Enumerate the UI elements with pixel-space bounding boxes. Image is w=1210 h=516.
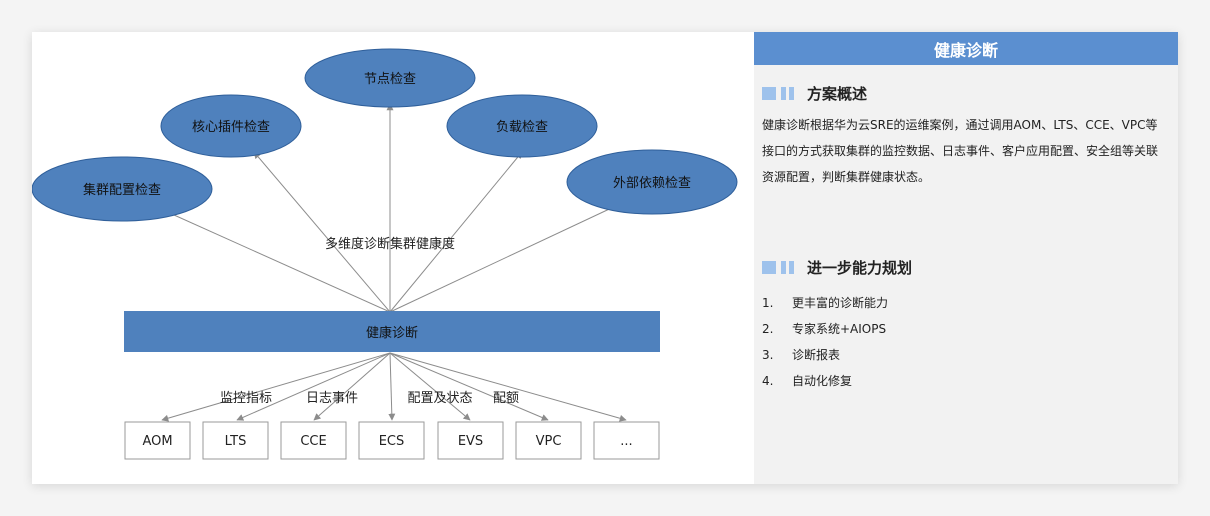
service-box-ecs: ECS (358, 421, 425, 460)
section-marker-icon (762, 86, 797, 100)
arrow-to-load-check (389, 151, 523, 313)
arrow-to-cce (313, 352, 391, 421)
service-label: CCE (300, 434, 326, 449)
description-panel: 健康诊断 方案概述 健康诊断根据华为云SRE的运维案例，通过调用AOM、LTS、… (754, 32, 1178, 484)
plan-item: 4. 自动化修复 (762, 368, 1168, 394)
arrow-to-core-plugin (253, 151, 391, 313)
overview-text: 健康诊断根据华为云SRE的运维案例，通过调用AOM、LTS、CCE、VPC等接口… (762, 118, 1159, 184)
edge-label-config-status: 配置及状态 (407, 391, 472, 406)
section-marker-icon (762, 260, 797, 274)
center-label: 多维度诊断集群健康度 (325, 236, 455, 252)
node-node-check: 节点检查 (304, 48, 476, 108)
service-label: AOM (142, 434, 172, 449)
plan-item: 2. 专家系统+AIOPS (762, 316, 1168, 342)
service-label: EVS (458, 434, 483, 449)
node-label: 集群配置检查 (83, 182, 161, 198)
node-label: 外部依赖检查 (613, 176, 691, 191)
arrow-to-aom (161, 352, 391, 422)
service-label: VPC (536, 434, 562, 449)
plan-item-number: 3. (762, 348, 774, 362)
arrow-to-cluster-config (153, 205, 391, 313)
node-cluster-config-check: 集群配置检查 (32, 156, 213, 222)
node-external-dependency-check: 外部依赖检查 (566, 149, 738, 215)
service-box-lts: LTS (202, 421, 269, 460)
check-arrows (153, 103, 621, 313)
edge-label-metrics: 监控指标 (220, 391, 272, 406)
service-label: ECS (379, 434, 405, 449)
service-label: LTS (225, 434, 247, 449)
service-arrows (161, 352, 627, 422)
node-label: 核心插件检查 (192, 120, 270, 135)
plan-list: 1. 更丰富的诊断能力 2. 专家系统+AIOPS 3. 诊断报表 4. 自动化修复 (762, 290, 1168, 394)
plan-item: 1. 更丰富的诊断能力 (762, 290, 1168, 316)
panel-title: 健康诊断 (754, 32, 1178, 65)
plan-item-text: 专家系统+AIOPS (792, 322, 887, 336)
node-label: 节点检查 (364, 72, 416, 87)
overview-header: 方案概述 (762, 82, 1168, 104)
service-box-cce: CCE (280, 421, 347, 460)
service-box-evs: EVS (437, 421, 504, 460)
check-nodes: 集群配置检查 核心插件检查 节点检查 负载检查 外部依赖检查 (32, 48, 738, 222)
service-boxes: AOM LTS CCE ECS EVS VPC (124, 421, 660, 460)
hub-bar: 健康诊断 (124, 311, 660, 352)
arrow-to-lts (236, 352, 391, 421)
plan-item-text: 诊断报表 (792, 348, 841, 362)
edge-label-log-events: 日志事件 (306, 391, 358, 406)
service-label: ... (620, 434, 632, 449)
plan-item-text: 更丰富的诊断能力 (792, 296, 889, 310)
plan-item-number: 2. (762, 322, 774, 336)
arrow-to-evs (389, 352, 471, 421)
slide: 集群配置检查 核心插件检查 节点检查 负载检查 外部依赖检查 多维度诊断集群健康… (32, 32, 1178, 484)
hub-label: 健康诊断 (366, 325, 418, 341)
plan-item-number: 4. (762, 374, 774, 388)
edge-label-quota: 配额 (493, 391, 519, 406)
service-box-aom: AOM (124, 421, 191, 460)
plan-item-number: 1. (762, 296, 774, 310)
service-box-more: ... (593, 421, 660, 460)
health-diagnosis-diagram: 集群配置检查 核心插件检查 节点检查 负载检查 外部依赖检查 多维度诊断集群健康… (32, 48, 738, 460)
arrow-to-vpc (389, 352, 549, 421)
overview-title: 方案概述 (807, 84, 868, 103)
arrow-to-more (389, 352, 627, 422)
plan-title: 进一步能力规划 (807, 258, 913, 277)
service-box-vpc: VPC (515, 421, 582, 460)
plan-item: 3. 诊断报表 (762, 342, 1168, 368)
plan-item-text: 自动化修复 (792, 374, 853, 388)
node-core-plugin-check: 核心插件检查 (160, 94, 302, 158)
overview-section: 方案概述 健康诊断根据华为云SRE的运维案例，通过调用AOM、LTS、CCE、V… (762, 82, 1168, 190)
plan-section: 进一步能力规划 1. 更丰富的诊断能力 2. 专家系统+AIOPS 3. 诊断报表 4… (762, 256, 1168, 394)
node-label: 负载检查 (496, 120, 548, 135)
node-load-check: 负载检查 (446, 94, 598, 158)
plan-header: 进一步能力规划 (762, 256, 1168, 278)
arrow-to-ecs (388, 352, 396, 421)
arrow-to-external-dep (389, 203, 621, 313)
